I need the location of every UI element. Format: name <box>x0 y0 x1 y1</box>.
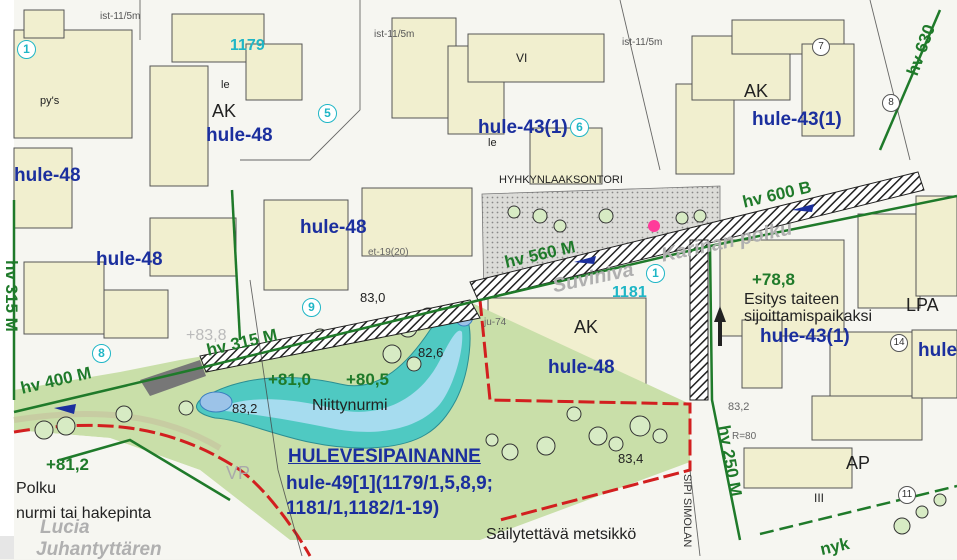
label-esitys-line2: sijoittamispaikaksi <box>744 308 873 325</box>
lot-marker-5: 5 <box>318 104 337 123</box>
elevation-81-0: +81,0 <box>268 370 312 389</box>
pipe-hv-315-b: hv 315 M <box>2 260 21 332</box>
label-hule43-b: hule-43(1) <box>752 109 842 130</box>
elevation-78-8: +78,8 <box>752 270 796 289</box>
zone-ak-3: AK <box>744 81 769 101</box>
lot-marker-8: 8 <box>92 344 111 363</box>
label-nurmi-hakepinta: nurmi tai hakepinta <box>16 505 152 522</box>
label-hule-partial: hule <box>918 340 957 361</box>
elevation-81-2: +81,2 <box>46 455 90 474</box>
buildings <box>13 9 957 489</box>
label-hule43-a: hule-43(1) <box>478 117 568 138</box>
floors-iii: III <box>814 491 825 505</box>
lot-marker-1b: 1 <box>646 264 665 283</box>
zone-le-2: le <box>488 137 497 149</box>
street-juhantyttaren: Juhantyttären <box>36 539 162 560</box>
zone-vp: VP <box>226 463 251 483</box>
zone-lpa: LPA <box>906 295 939 315</box>
zone-ak-1: AK <box>212 101 237 121</box>
label-hulevesipainanne: HULEVESIPAINANNE <box>288 446 481 467</box>
spot-82-6: 82,6 <box>418 345 444 360</box>
label-hule48-c: hule-48 <box>300 217 367 238</box>
spot-83-2: 83,2 <box>232 401 258 416</box>
border-east <box>478 299 692 522</box>
label-hule43-c: hule-43(1) <box>760 326 850 347</box>
label-hule48-e: hule-48 <box>548 357 615 378</box>
street-lucia: Lucia <box>40 517 90 538</box>
note-ist-2: ist-11/5m <box>374 29 415 40</box>
border-south-west <box>13 423 312 557</box>
lot-marker-14: 14 <box>890 334 908 352</box>
note-et-19: et-19(20) <box>368 247 409 258</box>
note-ist-3: ist-11/5m <box>622 37 663 48</box>
label-hule48-d: hule-48 <box>96 249 163 270</box>
zone-pys: py's <box>40 95 60 107</box>
label-square-name: HYHKYNLAAKSONTORI <box>499 174 623 186</box>
plot-1179: 1179 <box>230 37 265 54</box>
stormwater-pipes <box>12 9 957 541</box>
basin-inner <box>214 330 463 432</box>
lot-marker-6: 6 <box>570 118 589 137</box>
elevation-83-8: +83,8 <box>186 327 227 344</box>
lot-marker-9: 9 <box>302 298 321 317</box>
hatched-path-vertical <box>689 239 709 401</box>
label-niittynurmi: Niittynurmi <box>312 397 388 414</box>
zone-le-1: le <box>221 79 230 91</box>
note-ist-1: ist-11/5m <box>100 11 141 22</box>
lot-marker-11: 11 <box>898 486 916 504</box>
lot-marker-1: 1 <box>17 40 36 59</box>
street-sipi-simolan: SIPI SIMOLAN <box>681 474 693 548</box>
zone-ap: AP <box>846 453 871 473</box>
label-hule49-line1: hule-49[1](1179/1,5,8,9; <box>286 473 493 494</box>
label-polku: Polku <box>16 480 57 497</box>
plot-1181: 1181 <box>612 284 647 301</box>
lot-marker-7: 7 <box>812 38 830 56</box>
label-hule48-b: hule-48 <box>14 165 81 186</box>
note-ju-74: ju-74 <box>484 317 507 328</box>
label-hule49-line2: 1181/1,1182/1-19) <box>286 498 440 519</box>
label-sailytettava-metsikko: Säilytettävä metsikkö <box>486 526 637 543</box>
lot-marker-8-east: 8 <box>882 94 900 112</box>
elevation-80-5: +80,5 <box>346 370 390 389</box>
note-radius: R=80 <box>732 431 757 442</box>
label-hule48-a: hule-48 <box>206 125 273 146</box>
floors-vi: VI <box>516 51 528 65</box>
spot-83-4: 83,4 <box>618 451 644 466</box>
art-point <box>648 220 660 232</box>
spot-83-0: 83,0 <box>360 290 386 305</box>
hatched-path-north <box>469 171 925 301</box>
label-esitys-line1: Esitys taiteen <box>744 291 840 308</box>
zone-ak-2: AK <box>574 317 599 337</box>
spot-83-2-east: 83,2 <box>728 401 750 413</box>
